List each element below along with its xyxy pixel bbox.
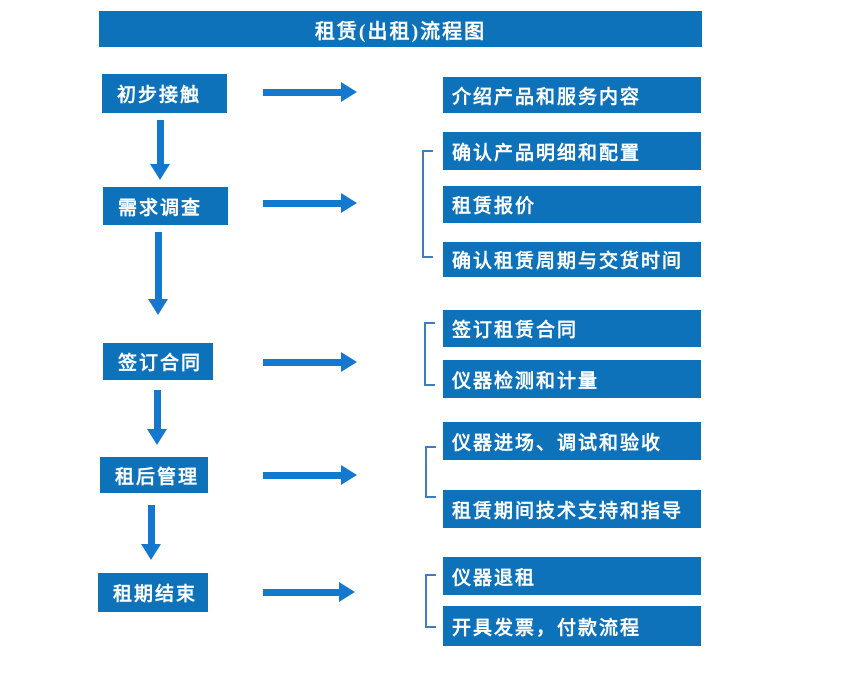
arrow-down-icon: [148, 232, 168, 315]
detail-box: 仪器进场、调试和验收: [443, 422, 701, 460]
arrow-down-icon: [150, 120, 170, 180]
step-box-sign-contract: 签订合同: [103, 343, 213, 380]
arrow-right-icon: [263, 352, 357, 372]
page-title: 租赁(出租)流程图: [99, 11, 702, 47]
arrow-right-icon: [263, 193, 357, 213]
arrow-right-icon: [263, 82, 357, 102]
group-bracket-icon: [425, 574, 436, 628]
detail-box: 开具发票，付款流程: [443, 606, 701, 646]
detail-box: 签订租赁合同: [443, 310, 701, 347]
detail-box: 租赁期间技术支持和指导: [443, 490, 701, 528]
detail-box: 仪器退租: [443, 557, 701, 595]
arrow-down-icon: [147, 390, 167, 445]
detail-box: 确认租赁周期与交货时间: [443, 242, 701, 277]
group-bracket-icon: [424, 322, 435, 386]
group-bracket-icon: [422, 150, 433, 258]
group-bracket-icon: [425, 446, 436, 498]
detail-box: 租赁报价: [443, 186, 701, 223]
step-box-initial-contact: 初步接触: [102, 74, 227, 113]
detail-box: 介绍产品和服务内容: [443, 77, 701, 113]
arrow-right-icon: [263, 582, 355, 602]
step-box-post-rental-management: 租后管理: [100, 457, 208, 493]
arrow-down-icon: [141, 505, 161, 560]
detail-box: 仪器检测和计量: [443, 360, 701, 398]
detail-box: 确认产品明细和配置: [443, 132, 701, 170]
step-box-demand-survey: 需求调查: [103, 187, 228, 225]
step-box-rental-end: 租期结束: [98, 573, 208, 612]
arrow-right-icon: [263, 465, 357, 485]
